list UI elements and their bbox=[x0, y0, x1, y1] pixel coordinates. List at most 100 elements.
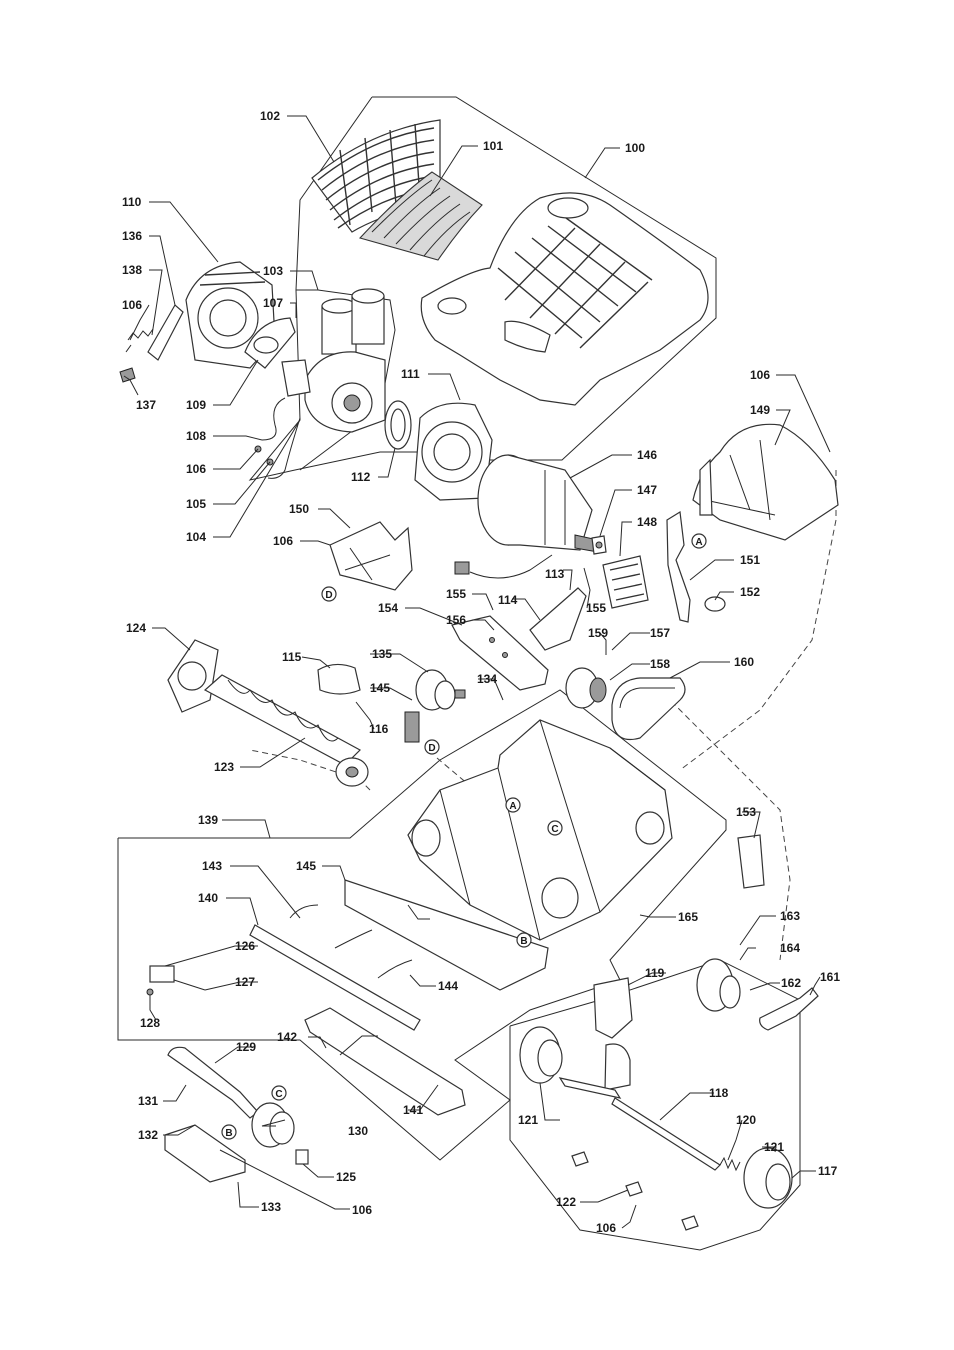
label-145: 145 bbox=[296, 859, 316, 873]
label-150: 150 bbox=[289, 502, 309, 516]
part-124-endcap-art bbox=[167, 639, 219, 713]
label-121: 121 bbox=[764, 1140, 784, 1154]
marker-B-2: B bbox=[221, 1124, 237, 1140]
marker-D-2: D bbox=[424, 739, 440, 755]
label-164: 164 bbox=[780, 941, 800, 955]
label-102: 102 bbox=[260, 109, 280, 123]
marker-A-2: A bbox=[505, 797, 521, 813]
svg-text:D: D bbox=[428, 743, 435, 754]
part-149-rear-housing-art bbox=[692, 423, 839, 541]
label-136: 136 bbox=[122, 229, 142, 243]
label-161: 161 bbox=[820, 970, 840, 984]
part-143-144-spring-art bbox=[289, 904, 413, 979]
part-141-plate-art bbox=[304, 1007, 466, 1116]
part-158-pulley-art bbox=[565, 667, 607, 709]
label-117: 117 bbox=[818, 1164, 838, 1178]
label-100: 100 bbox=[625, 141, 645, 155]
label-124: 124 bbox=[126, 621, 146, 635]
svg-text:A: A bbox=[509, 801, 516, 812]
svg-text:A: A bbox=[695, 537, 702, 548]
label-165: 165 bbox=[678, 910, 698, 924]
part-160-belt-art bbox=[611, 677, 686, 741]
group-outline-hood bbox=[248, 96, 717, 481]
marker-C-2: C bbox=[271, 1085, 287, 1101]
label-109: 109 bbox=[186, 398, 206, 412]
part-129-lever-art bbox=[167, 1046, 259, 1119]
label-106: 106 bbox=[122, 298, 142, 312]
label-132: 132 bbox=[138, 1128, 158, 1142]
part-121-wheel-art bbox=[519, 1026, 793, 1209]
label-104: 104 bbox=[186, 530, 206, 544]
part-139-base-art bbox=[407, 719, 673, 941]
label-106: 106 bbox=[186, 462, 206, 476]
label-122: 122 bbox=[556, 1195, 576, 1209]
label-158: 158 bbox=[650, 657, 670, 671]
part-125-art bbox=[295, 1149, 309, 1165]
label-142: 142 bbox=[277, 1030, 297, 1044]
label-127: 127 bbox=[235, 975, 255, 989]
label-155: 155 bbox=[446, 587, 466, 601]
alignment-line-drum bbox=[249, 749, 371, 791]
label-143: 143 bbox=[202, 859, 222, 873]
part-151-bracket-art bbox=[666, 510, 691, 623]
label-121: 121 bbox=[518, 1113, 538, 1127]
marker-A-1: A bbox=[691, 533, 707, 549]
svg-text:C: C bbox=[275, 1089, 282, 1100]
part-153-art bbox=[737, 834, 765, 889]
part-112-ring-art bbox=[384, 400, 412, 450]
part-113-art bbox=[529, 587, 587, 651]
label-101: 101 bbox=[483, 139, 503, 153]
label-129: 129 bbox=[236, 1040, 256, 1054]
part-119-bracket-art bbox=[593, 977, 633, 1091]
label-131: 131 bbox=[138, 1094, 158, 1108]
part-135-pulley-art bbox=[415, 669, 466, 711]
label-106: 106 bbox=[273, 534, 293, 548]
label-152: 152 bbox=[740, 585, 760, 599]
label-144: 144 bbox=[438, 979, 458, 993]
label-126: 126 bbox=[235, 939, 255, 953]
marker-B-1: B bbox=[516, 932, 532, 948]
part-123-brushroll-art bbox=[203, 674, 369, 787]
label-155: 155 bbox=[586, 601, 606, 615]
part-labels: 100 101 102 103 104 105 106 106 106 106 … bbox=[122, 109, 840, 1235]
part-101-filter-art bbox=[358, 171, 483, 261]
part-150-art bbox=[329, 521, 413, 591]
label-160: 160 bbox=[734, 655, 754, 669]
group-outline-wheels bbox=[509, 959, 801, 1251]
label-162: 162 bbox=[781, 976, 801, 990]
svg-text:C: C bbox=[551, 824, 558, 835]
label-123: 123 bbox=[214, 760, 234, 774]
marker-C-1: C bbox=[547, 820, 563, 836]
label-119: 119 bbox=[645, 966, 665, 980]
part-120-spring-art bbox=[719, 1156, 741, 1172]
label-140: 140 bbox=[198, 891, 218, 905]
part-122-clip-art bbox=[571, 1151, 699, 1231]
part-147-art bbox=[591, 535, 607, 555]
label-107: 107 bbox=[263, 296, 283, 310]
part-130-wheel-art bbox=[251, 1102, 295, 1148]
label-116: 116 bbox=[369, 722, 389, 736]
label-130: 130 bbox=[348, 1124, 368, 1138]
label-156: 156 bbox=[446, 613, 466, 627]
label-137: 137 bbox=[136, 398, 156, 412]
label-149: 149 bbox=[750, 403, 770, 417]
part-148-art bbox=[602, 555, 649, 609]
label-118: 118 bbox=[709, 1086, 729, 1100]
label-157: 157 bbox=[650, 626, 670, 640]
label-114: 114 bbox=[498, 593, 518, 607]
label-106: 106 bbox=[750, 368, 770, 382]
leader-lines bbox=[123, 115, 831, 1229]
part-118-axle-art bbox=[558, 1077, 721, 1171]
label-108: 108 bbox=[186, 429, 206, 443]
label-138: 138 bbox=[122, 263, 142, 277]
svg-text:D: D bbox=[325, 590, 332, 601]
label-139: 139 bbox=[198, 813, 218, 827]
label-113: 113 bbox=[545, 567, 565, 581]
label-133: 133 bbox=[261, 1200, 281, 1214]
label-125: 125 bbox=[336, 1170, 356, 1184]
label-153: 153 bbox=[736, 805, 756, 819]
part-136-138-spring-art bbox=[119, 304, 184, 383]
part-126-switch-art bbox=[146, 965, 206, 996]
